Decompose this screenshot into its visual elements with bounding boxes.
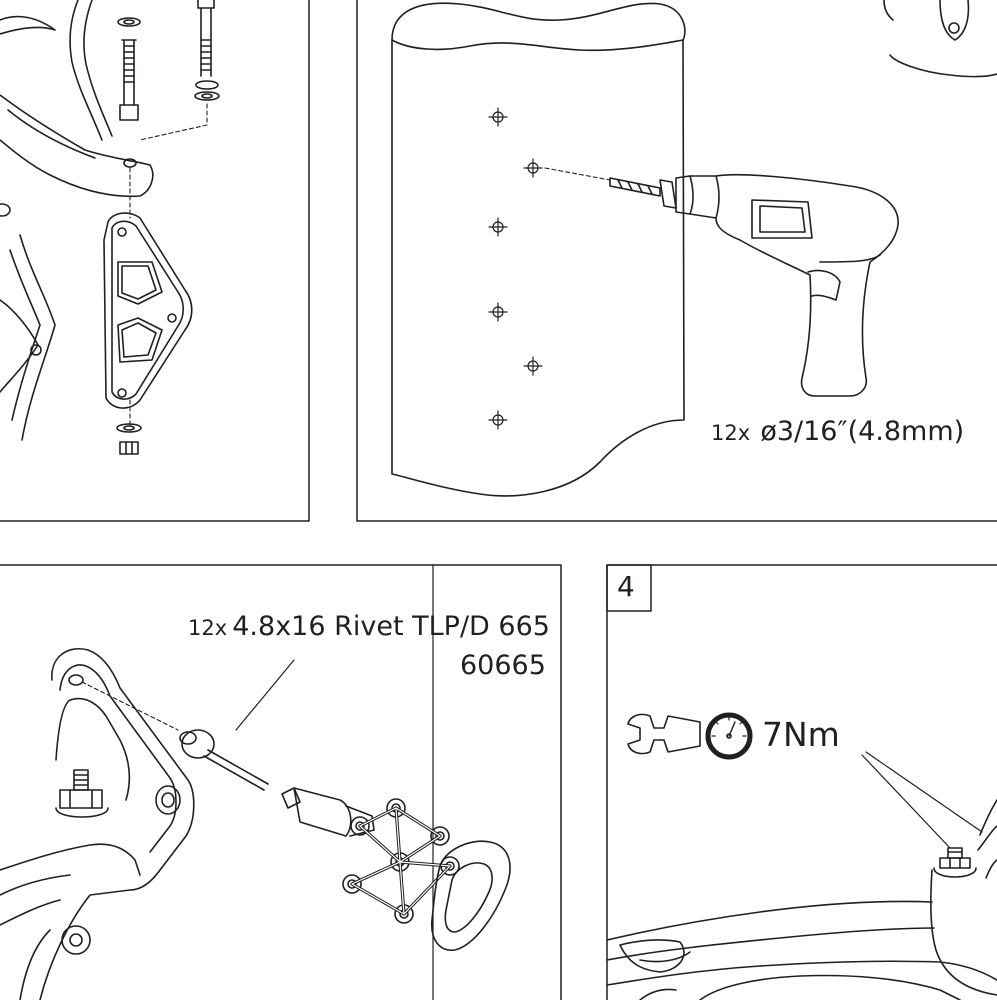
mounting-bracket-icon bbox=[606, 799, 997, 1000]
torque-value: 7Nm bbox=[762, 715, 840, 754]
nut-icon bbox=[119, 441, 139, 455]
panel-frame-top-right bbox=[356, 0, 997, 522]
drill-hole-size: ø3/16″(4.8mm) bbox=[760, 416, 965, 447]
drill-quantity: 12x bbox=[711, 421, 751, 445]
panel-frame-top-left bbox=[0, 0, 310, 522]
hole-marks bbox=[488, 107, 543, 430]
rivet-part-code: 60665 bbox=[460, 650, 546, 681]
torque-gauge-icon bbox=[705, 712, 753, 760]
step-number: 4 bbox=[617, 570, 635, 603]
bolt-icon bbox=[933, 847, 977, 878]
rivet-gun-icon bbox=[281, 787, 511, 951]
rivet-spec: 4.8x16 Rivet TLP/D 665 bbox=[232, 611, 550, 642]
rivet-spec-label: 12x 4.8x16 Rivet TLP/D 665 bbox=[188, 613, 550, 640]
panel-frame-bottom-right bbox=[606, 564, 997, 1000]
panel-frame-bottom-left bbox=[0, 564, 562, 1000]
wrench-icon bbox=[627, 713, 701, 755]
tube-icon bbox=[391, 2, 686, 497]
mounting-bracket-icon bbox=[103, 212, 193, 409]
exploded-bracket-assembly bbox=[0, 0, 220, 455]
rivet-quantity: 12x bbox=[188, 616, 228, 640]
bolt-icon bbox=[117, 17, 141, 121]
rivet-icon bbox=[179, 729, 269, 791]
step-number-box bbox=[606, 564, 652, 612]
drill-size-label: 12x ø3/16″(4.8mm) bbox=[711, 418, 964, 445]
mounting-bracket-icon bbox=[0, 648, 195, 1000]
bolt-icon bbox=[194, 0, 220, 101]
washer-icon bbox=[116, 423, 142, 433]
rivet-leader-line bbox=[235, 659, 295, 731]
drill-icon bbox=[609, 173, 899, 397]
